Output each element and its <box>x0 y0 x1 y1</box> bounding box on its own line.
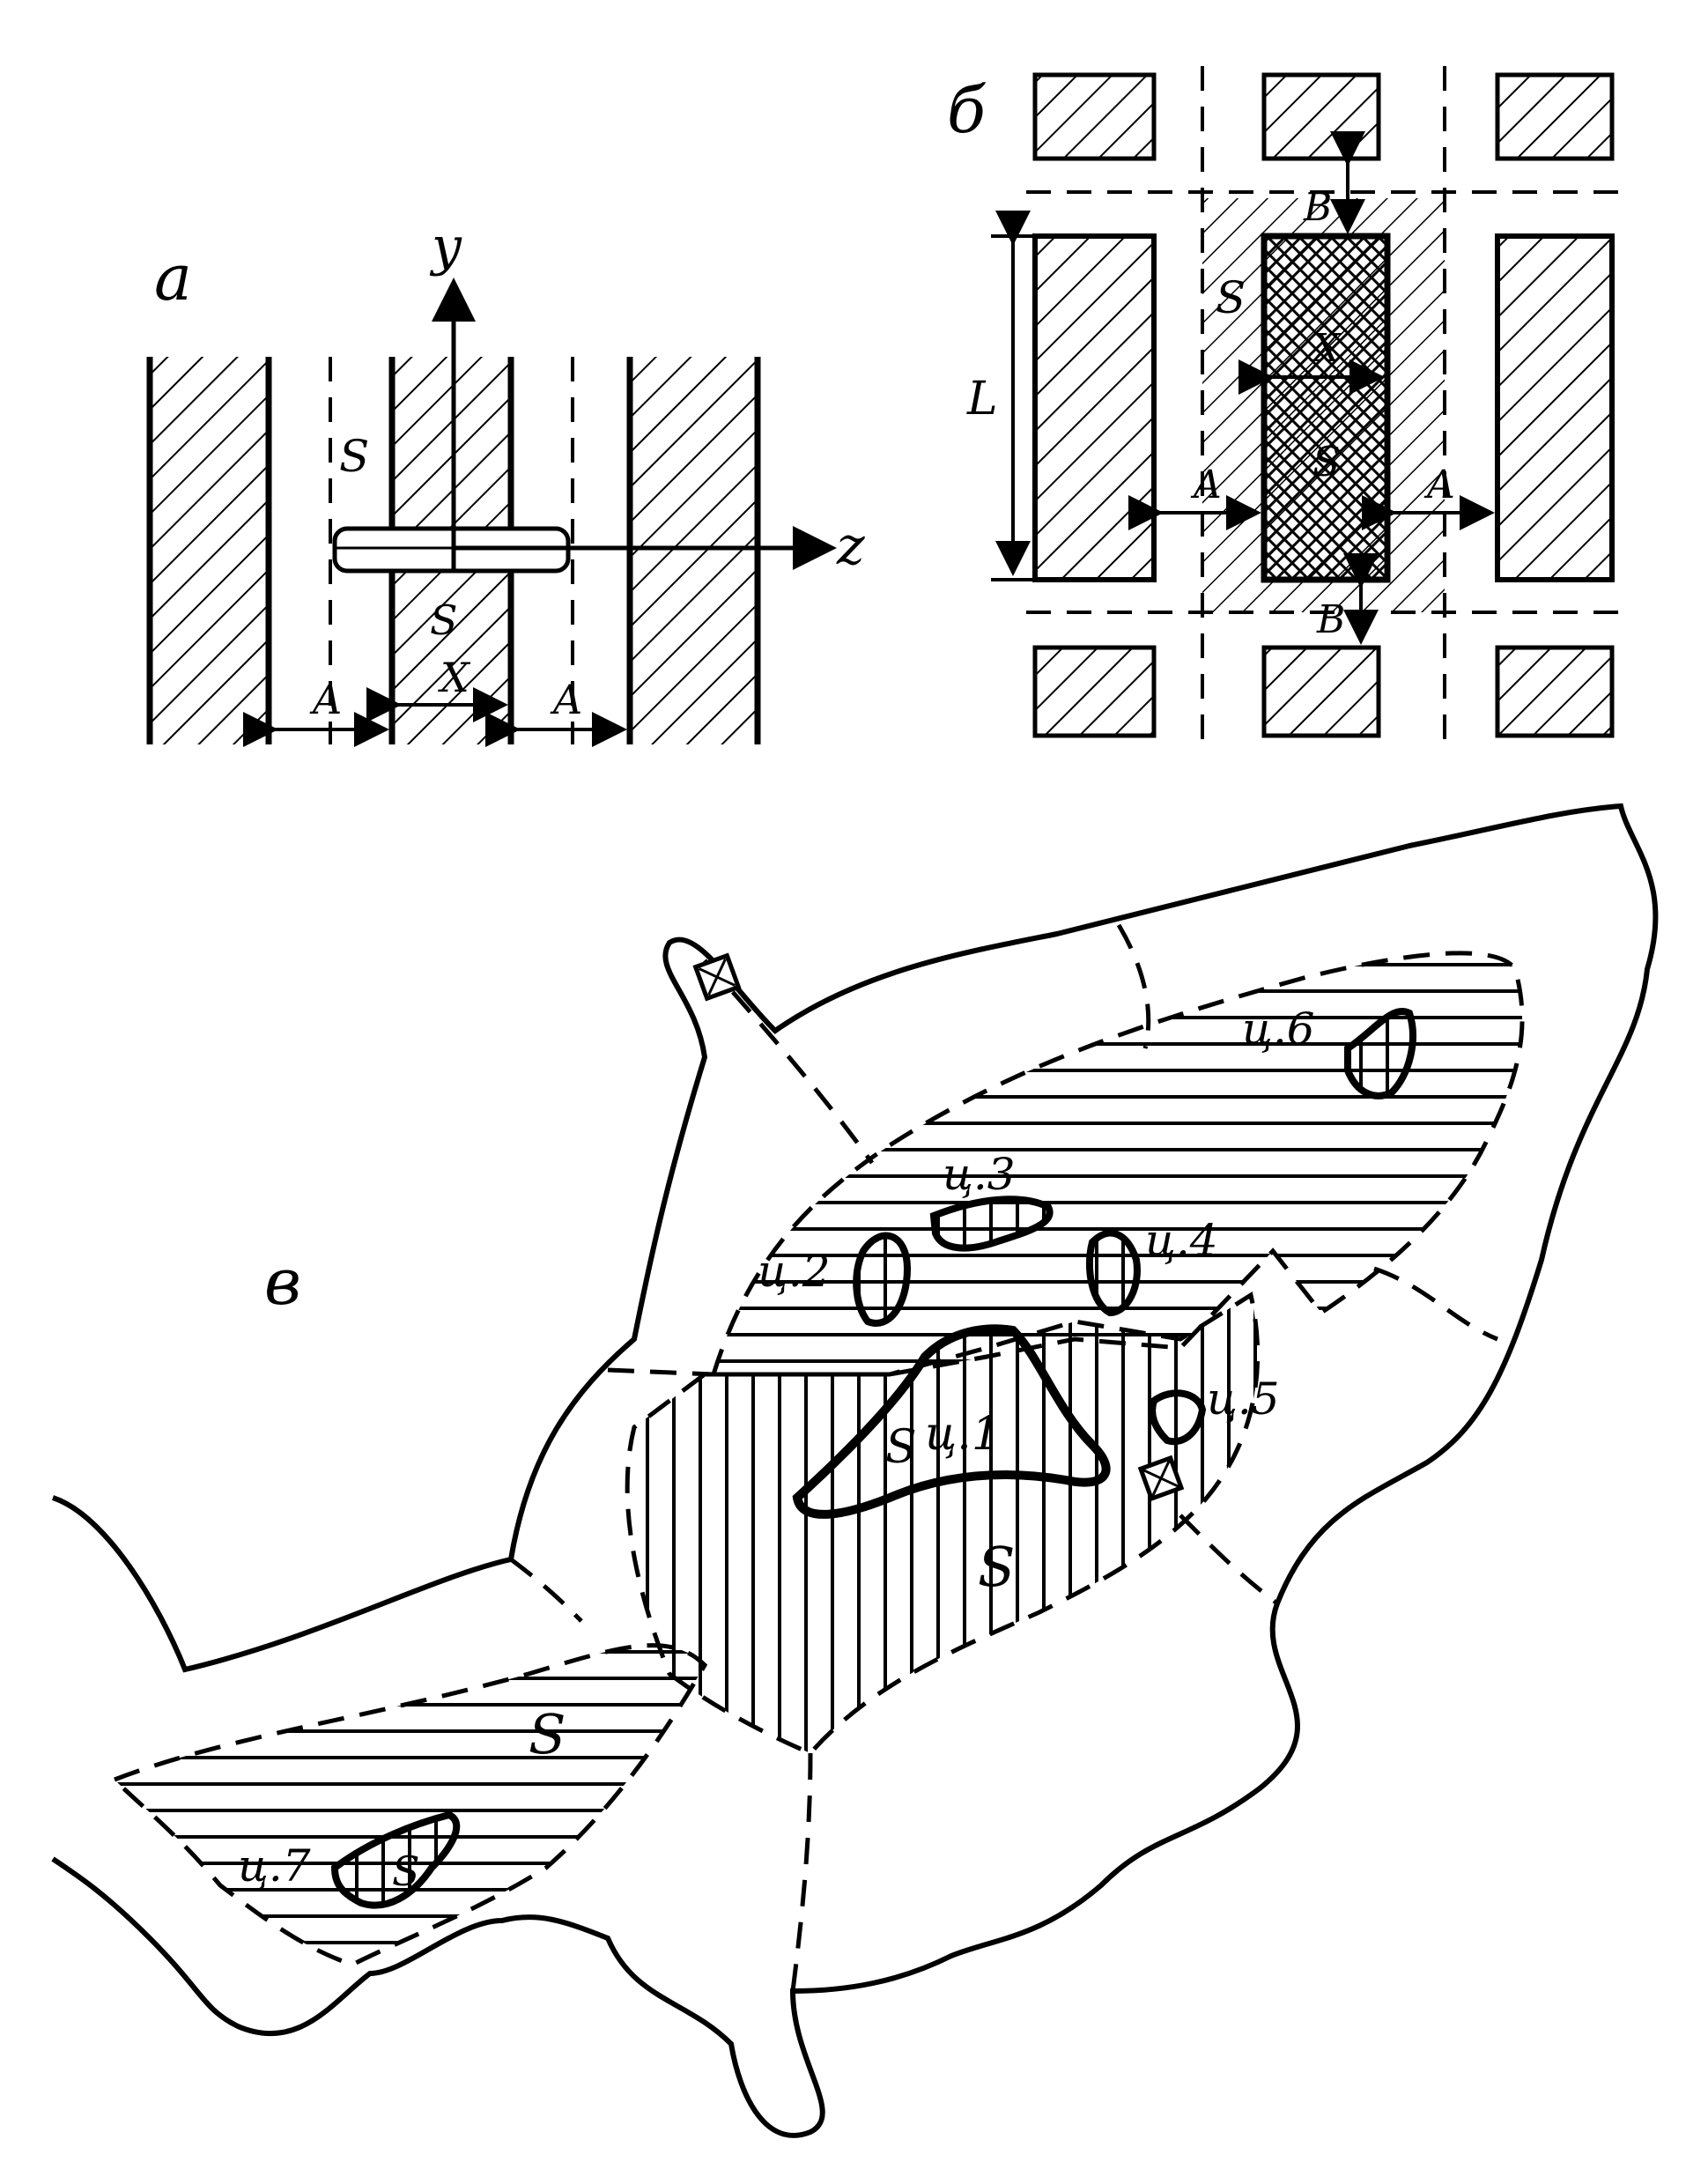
panel-a-label: а <box>154 241 192 315</box>
region-s-b-label: S <box>1216 272 1246 323</box>
center-6-label: ц.6 <box>1242 1003 1315 1055</box>
center-2-body <box>853 1232 912 1327</box>
panel-c: в S S S S ц.1 ц.2 ц.3 ц.4 ц.5 ц.6 ц.7 <box>51 803 1659 2138</box>
center-7-label: ц.7 <box>238 1840 311 1892</box>
center-5-label: ц.5 <box>1207 1373 1280 1425</box>
region-s-center-label: S <box>978 1535 1015 1599</box>
center-1-body <box>792 1324 1111 1519</box>
dim-l-label: L <box>966 373 998 426</box>
dim-a-b-left-label: A <box>1190 463 1222 507</box>
panel-b: б S S X L A A B B <box>947 66 1621 744</box>
pillar-right <box>630 357 758 744</box>
region-s-c1-label: S <box>885 1421 917 1474</box>
center-5-body <box>1149 1389 1207 1446</box>
dim-x-label: X <box>438 654 471 701</box>
center-7-body <box>330 1810 461 1909</box>
center-2-label: ц.2 <box>758 1246 831 1297</box>
axis-y-label: y <box>429 216 462 278</box>
panel-a: а y z S S A X A <box>146 216 865 747</box>
region-s-b-inner-label: S <box>1312 438 1341 485</box>
field-outline <box>51 803 1659 2138</box>
axis-z-label: z <box>836 515 865 577</box>
center-3-body <box>929 1196 1054 1252</box>
region-s-small-label: S <box>430 596 458 644</box>
region-s-c7-label: S <box>392 1847 420 1895</box>
dim-x-b-label: X <box>1310 326 1342 371</box>
zone-lower-left <box>110 1643 708 1967</box>
panel-b-label: б <box>947 73 987 147</box>
region-s-lower-label: S <box>529 1702 566 1766</box>
dim-a-left-label: A <box>309 676 342 723</box>
center-6-body <box>1344 1008 1416 1099</box>
pillar-b-right <box>1495 233 1615 582</box>
crosshatched-block <box>1261 233 1391 583</box>
pillar-b-left <box>1032 233 1157 582</box>
center-1-label: ц.1 <box>925 1408 1001 1461</box>
region-s-label: S <box>339 431 369 482</box>
dim-a-right-label: A <box>550 676 582 723</box>
center-4-body <box>1086 1229 1141 1317</box>
panel-c-label: в <box>264 1245 301 1319</box>
zone-central-vertical <box>625 1292 1261 1757</box>
dim-a-b-right-label: A <box>1423 463 1455 507</box>
pillar-left <box>150 357 269 744</box>
zone-upper-dashed <box>710 951 1525 1377</box>
center-3-label: ц.3 <box>943 1149 1016 1200</box>
dim-b-top-label: B <box>1303 185 1332 230</box>
dim-b-bottom-label: B <box>1316 597 1345 642</box>
center-4-label: ц.4 <box>1145 1215 1218 1266</box>
